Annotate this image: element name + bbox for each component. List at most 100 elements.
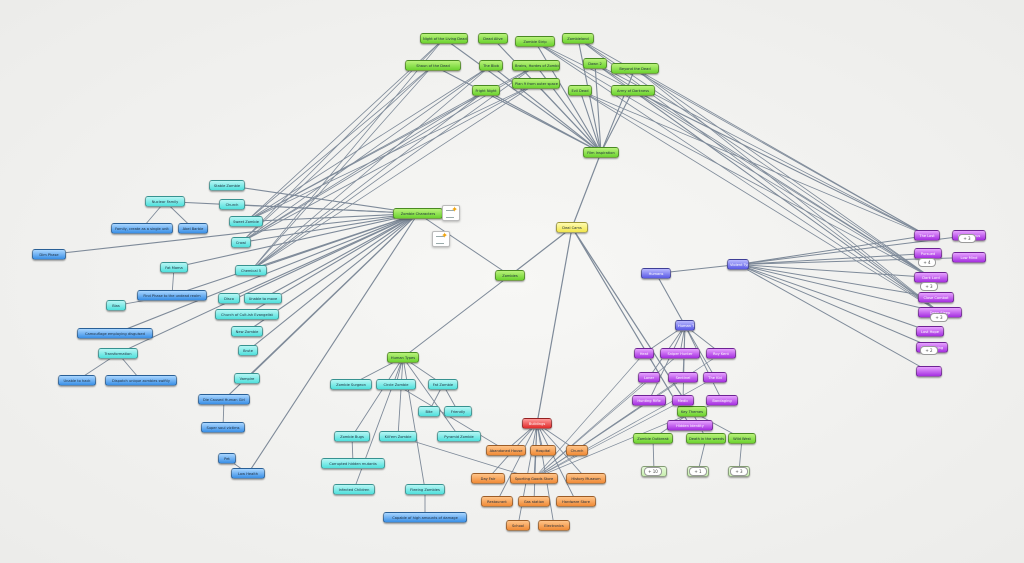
theme-zombie-outbreak[interactable]: Zombie Outbreak bbox=[633, 433, 673, 444]
ztype-friendly[interactable]: Friendly bbox=[444, 406, 472, 417]
char-dispatch[interactable]: Dispatch unique zombies swiftly bbox=[105, 375, 177, 386]
ztype-standard[interactable]: Zombie Surgeon bbox=[330, 379, 372, 390]
film-army-of-darkness[interactable]: Army of Darkness bbox=[611, 85, 655, 96]
char-die-caused[interactable]: Die Caused Human Girl bbox=[198, 394, 250, 405]
char-abel-barbie[interactable]: Abel Barbie bbox=[178, 223, 208, 234]
vtype-lost-hope[interactable]: Lost Hope bbox=[916, 326, 944, 337]
hub-zombies[interactable]: Zombies bbox=[495, 270, 525, 281]
char-church[interactable]: Church bbox=[219, 199, 245, 210]
film-zombieland[interactable]: Zombieland bbox=[562, 33, 594, 44]
bld-church[interactable]: Church bbox=[566, 445, 588, 456]
char-new-zombie[interactable]: New Zombie bbox=[231, 326, 263, 337]
htype-bandaging[interactable]: Bandaging bbox=[706, 395, 738, 406]
char-find-phase[interactable]: Find Phase to the undead realm bbox=[137, 290, 207, 301]
vtype-low-mind[interactable]: Low Mind bbox=[952, 252, 986, 263]
root-node[interactable]: Deal Cams bbox=[556, 222, 588, 233]
bld-hospital[interactable]: Hospital bbox=[530, 445, 556, 456]
ztype-fleeing[interactable]: Fleeing Zombies bbox=[405, 484, 445, 495]
hub-zombie-types[interactable]: Human Types bbox=[387, 352, 419, 363]
ztype-capable[interactable]: Capable of high amounts of damage bbox=[383, 512, 467, 523]
htype-sniper[interactable]: Sniper Hunter bbox=[660, 348, 700, 359]
htype-roy[interactable]: Roy Kent bbox=[706, 348, 736, 359]
ztype-pyramid[interactable]: Pyramid Zombie bbox=[437, 431, 481, 442]
theme-wild-west[interactable]: Wild West bbox=[728, 433, 756, 444]
expand-badge[interactable]: + 3 bbox=[730, 467, 748, 476]
film-evil-dead[interactable]: Evil Dead bbox=[568, 85, 592, 96]
expand-badge[interactable]: + 2 bbox=[920, 346, 938, 355]
hub-violent-types[interactable]: Violent Types bbox=[727, 259, 749, 270]
hub-human-types[interactable]: Human Types bbox=[675, 320, 695, 331]
char-soul-victims[interactable]: Super soul victims bbox=[201, 422, 245, 433]
bld-sporting-goods[interactable]: Sporting Goods Store bbox=[510, 473, 558, 484]
char-transformation[interactable]: Transformation bbox=[98, 348, 138, 359]
char-sweet[interactable]: Sweet Zombie bbox=[229, 216, 263, 227]
char-crawl[interactable]: Crawl bbox=[231, 237, 251, 248]
vtype-collapsed[interactable] bbox=[916, 366, 942, 377]
hub-buildings[interactable]: Buildings bbox=[522, 418, 552, 429]
htype-medic[interactable]: Medic bbox=[672, 395, 694, 406]
char-dim-phase[interactable]: Dim Phase bbox=[32, 249, 66, 260]
ztype-corrupted[interactable]: Corrupted hidden mutants bbox=[321, 458, 385, 469]
expand-badge[interactable]: + 3 bbox=[920, 282, 938, 291]
char-fat-mama[interactable]: Fat Mama bbox=[160, 262, 188, 273]
film-plan-9[interactable]: Plan 9 from outer space bbox=[512, 78, 560, 89]
char-vampire[interactable]: Vampire bbox=[234, 373, 260, 384]
char-brute[interactable]: Brute bbox=[238, 345, 258, 356]
ztype-fat[interactable]: Fat Zombie bbox=[428, 379, 458, 390]
expand-badge[interactable]: + 3 bbox=[930, 313, 948, 322]
expand-badge[interactable]: + 3 bbox=[958, 234, 976, 243]
film-fright-night[interactable]: Fright Night bbox=[472, 85, 500, 96]
char-camouflage[interactable]: Camouflage employing disguised bbox=[77, 328, 153, 339]
ztype-bite[interactable]: Bite bbox=[418, 406, 440, 417]
bld-restaurant[interactable]: Restaurant bbox=[481, 496, 513, 507]
hub-humans[interactable]: Humans bbox=[641, 268, 671, 279]
note-icon[interactable] bbox=[432, 231, 450, 247]
theme-death-weeds[interactable]: Death in the weeds bbox=[686, 433, 726, 444]
ztype-circle[interactable]: Circle Zombie bbox=[376, 379, 416, 390]
bld-day-fair[interactable]: Day Fair bbox=[471, 473, 505, 484]
bld-history-museum[interactable]: History Museum bbox=[566, 473, 606, 484]
hub-film-inspiration[interactable]: Film Inspiration bbox=[583, 147, 619, 158]
htype-sentinel[interactable]: Sentinel bbox=[668, 372, 698, 383]
film-brains[interactable]: Brains, Hordes of Zombie bbox=[512, 60, 560, 71]
char-stable[interactable]: Stable Zombie bbox=[209, 180, 245, 191]
char-bias[interactable]: Bias bbox=[106, 300, 126, 311]
bld-gas-station[interactable]: Gas station bbox=[518, 496, 550, 507]
htype-loner[interactable]: Loner bbox=[638, 372, 660, 383]
ztype-bugs[interactable]: Zombie Bugs bbox=[334, 431, 370, 442]
char-disco[interactable]: Disco bbox=[218, 293, 240, 304]
hub-zombie-characters[interactable]: Zombie Characters bbox=[393, 208, 443, 219]
char-low-health[interactable]: Low Health bbox=[231, 468, 265, 479]
film-beyond-the-dead[interactable]: Beyond the Dead bbox=[611, 63, 659, 74]
bld-abandoned-house[interactable]: Abandoned House bbox=[486, 445, 526, 456]
film-night-living-dead[interactable]: Night of the Living Dead bbox=[420, 33, 468, 44]
htype-heat[interactable]: Heat bbox=[634, 348, 654, 359]
film-zombie-strip[interactable]: Zombie Strip bbox=[515, 36, 555, 47]
ztype-kill[interactable]: Kill'em Zombie bbox=[379, 431, 417, 442]
char-chemical[interactable]: Chemical 5 bbox=[235, 265, 267, 276]
bld-hardware-store[interactable]: Hardware Store bbox=[556, 496, 596, 507]
char-unable-to-hack[interactable]: Unable to hack bbox=[58, 375, 96, 386]
film-the-blob[interactable]: The Blob bbox=[479, 60, 503, 71]
char-unable-to-move[interactable]: Unable to move bbox=[244, 293, 282, 304]
expand-badge[interactable]: + 4 bbox=[918, 258, 936, 267]
film-dawn[interactable]: Dawn 2 bbox=[583, 58, 607, 69]
vtype-the-lost[interactable]: The Lost bbox=[914, 230, 940, 241]
expand-badge[interactable]: + 10 bbox=[644, 467, 662, 476]
htype-the-kid[interactable]: The Kid bbox=[703, 372, 727, 383]
ztype-infected[interactable]: Infected Children bbox=[333, 484, 375, 495]
char-pet[interactable]: Pet bbox=[218, 453, 236, 464]
hub-key-themes[interactable]: Key Themes bbox=[677, 406, 707, 417]
note-icon[interactable] bbox=[442, 205, 460, 221]
vtype-close-combat[interactable]: Close Combat bbox=[918, 292, 954, 303]
char-family-unit[interactable]: Family, create as a single unit bbox=[111, 223, 173, 234]
theme-hidden-identity[interactable]: Hidden Identity bbox=[667, 420, 713, 431]
film-shaun-of-the-dead[interactable]: Shaun of the Dead bbox=[405, 60, 461, 71]
bld-electronics[interactable]: Electronics bbox=[538, 520, 570, 531]
char-nuclear-family[interactable]: Nuclear Family bbox=[145, 196, 185, 207]
char-cult-evangelist[interactable]: Church of Cult-ish Evangelist bbox=[215, 309, 279, 320]
bld-school[interactable]: School bbox=[506, 520, 530, 531]
film-dead-alive[interactable]: Dead Alive bbox=[478, 33, 508, 44]
htype-hunting-rifle[interactable]: Hunting Rifle bbox=[632, 395, 666, 406]
